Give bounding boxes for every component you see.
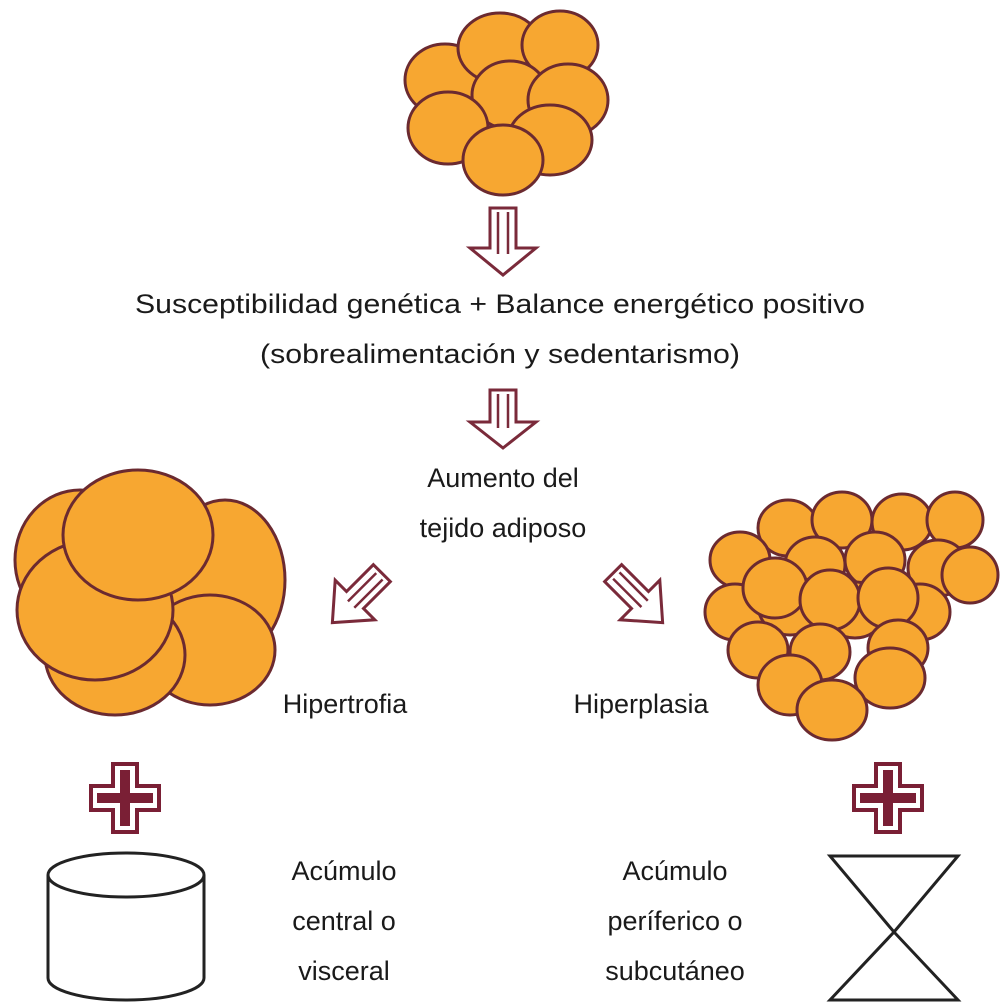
down-arrow-icon (465, 206, 541, 277)
right-outcome-line2: períferico o (607, 906, 742, 936)
left-outcome-line2: central o (292, 906, 396, 936)
hipertrofia-label: Hipertrofia (283, 689, 409, 719)
cylinder-body-shape-icon (46, 851, 206, 1002)
plus-icon (89, 762, 161, 834)
right-outcome-line1: Acúmulo (622, 856, 727, 886)
increase-text-line1: Aumento del (427, 463, 579, 493)
hiperplasia-label: Hiperplasia (573, 689, 709, 719)
increase-text-line2: tejido adiposo (420, 513, 587, 543)
diagonal-arrow-right-icon (602, 562, 665, 625)
left-outcome-line3: visceral (298, 956, 390, 986)
diagonal-arrow-left-icon (330, 562, 393, 625)
left-outcome-line1: Acúmulo (291, 856, 396, 886)
cause-text-line2: (sobrealimentación y sedentarismo) (260, 339, 740, 369)
plus-icon (852, 762, 924, 834)
hypertrophic-fat-cells-icon (13, 468, 287, 717)
down-arrow-icon (465, 388, 541, 450)
right-outcome-line3: subcutáneo (605, 956, 745, 986)
hourglass-body-shape-icon (826, 854, 962, 1002)
top-fat-cell-cluster-icon (403, 9, 610, 197)
cause-text-line1: Susceptibilidad genética + Balance energ… (135, 289, 865, 319)
hyperplastic-fat-cells-icon (703, 490, 1000, 742)
